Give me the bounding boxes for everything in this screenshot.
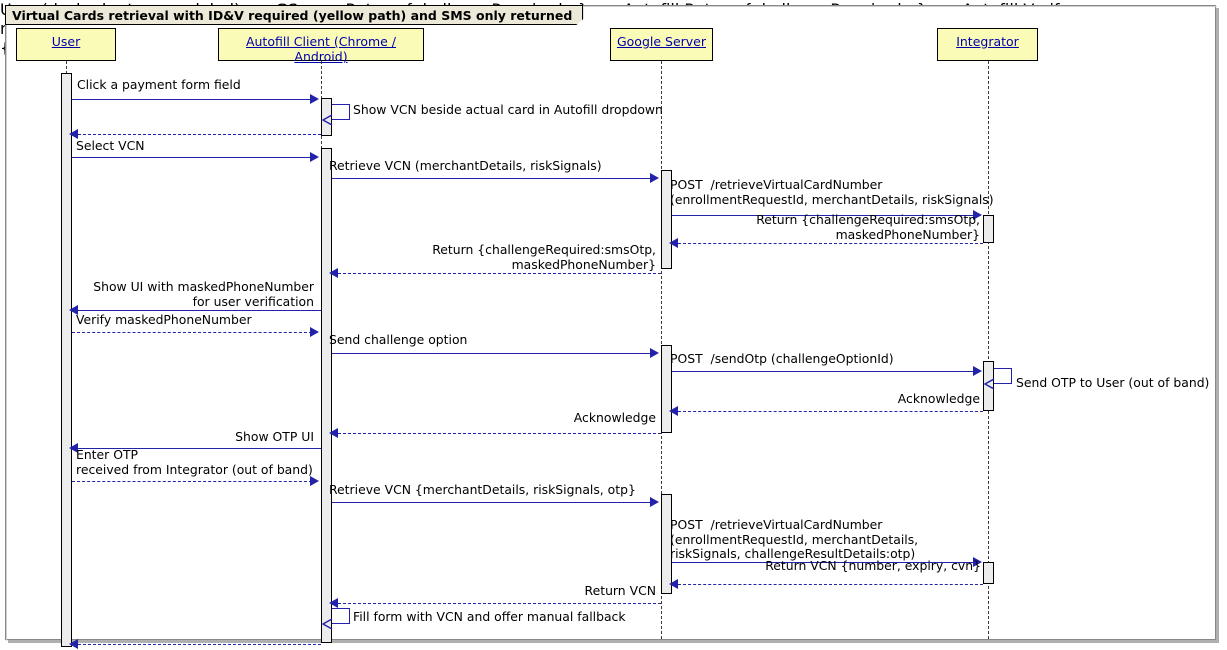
message-5-label: Retrieve VCN (merchantDetails, riskSigna…: [329, 158, 602, 173]
message-9-arrowhead: [69, 305, 78, 315]
message-21-arrowhead: [329, 598, 338, 608]
message-7-arrowhead: [669, 238, 678, 248]
message-7-label: Return {challengeRequired:smsOtp, masked…: [756, 212, 980, 242]
message-1-line: [72, 99, 312, 100]
message-17-arrowhead: [310, 476, 319, 486]
message-8-arrowhead: [329, 268, 338, 278]
message-10-label: Verify maskedPhoneNumber: [76, 312, 252, 327]
message-20-label: Return VCN {number, expiry, cvn}: [765, 558, 981, 573]
message-9-label: Show UI with maskedPhoneNumber for user …: [93, 279, 314, 309]
message-3-arrowhead: [69, 129, 78, 139]
message-12-line: [672, 371, 975, 372]
message-11-line: [332, 353, 652, 354]
message-8-label: Return {challengeRequired:smsOtp, masked…: [432, 242, 656, 272]
message-12-arrowhead: [973, 366, 982, 376]
message-13-label: Send OTP to User (out of band): [1016, 375, 1210, 390]
activation-autofill-2: [321, 148, 332, 643]
message-14-arrowhead: [669, 406, 678, 416]
message-16-arrowhead: [69, 443, 78, 453]
message-2-label: Show VCN beside actual card in Autofill …: [353, 102, 663, 117]
message-4-line: [72, 157, 312, 158]
message-16-label: Show OTP UI: [235, 429, 314, 444]
message-16-line: [78, 448, 321, 449]
participant-user-label: User: [51, 34, 81, 49]
message-7-line: [678, 243, 983, 244]
message-9-line: [78, 310, 321, 311]
message-2-arrowhead: [322, 114, 333, 126]
message-17-label: Enter OTP received from Integrator (out …: [76, 447, 313, 477]
message-20-line: [678, 584, 983, 585]
message-2-self-loop: [332, 104, 350, 120]
message-1-arrowhead: [310, 94, 319, 104]
message-4-arrowhead: [310, 152, 319, 162]
message-13-self-loop: [994, 368, 1012, 384]
message-21-line: [338, 603, 661, 604]
message-4-label: Select VCN: [76, 138, 145, 153]
message-22-label: Fill form with VCN and offer manual fall…: [353, 609, 626, 624]
message-13-arrowhead: [984, 378, 995, 390]
message-20-arrowhead: [669, 579, 678, 589]
message-12-label: POST /sendOtp (challengeOptionId): [670, 351, 894, 366]
participant-google-server-label: Google Server: [616, 34, 707, 49]
message-17-line: [72, 481, 312, 482]
message-11-label: Send challenge option: [329, 332, 468, 347]
message-23-arrowhead: [69, 639, 78, 649]
message-19-arrowhead: [973, 557, 982, 567]
activation-integrator-3: [983, 562, 994, 584]
message-15-label: Acknowledge: [573, 410, 656, 425]
message-21-label: Return VCN: [584, 583, 656, 598]
lifeline-integrator: [988, 61, 989, 639]
message-3-line: [78, 134, 321, 135]
message-18-arrowhead: [650, 497, 659, 507]
message-15-arrowhead: [329, 428, 338, 438]
message-18-line: [332, 502, 652, 503]
activation-integrator-1: [983, 215, 994, 243]
message-18-label: Retrieve VCN {merchantDetails, riskSigna…: [329, 482, 636, 497]
message-14-line: [678, 411, 983, 412]
message-6-arrowhead: [973, 210, 982, 220]
diagram-title: Virtual Cards retrieval with ID&V requir…: [5, 5, 583, 25]
participant-google-server[interactable]: Google Server: [610, 28, 713, 61]
message-22-self-loop: [332, 608, 350, 624]
message-19-label: POST /retrieveVirtualCardNumber (enrollm…: [670, 517, 919, 561]
participant-autofill-client[interactable]: Autofill Client (Chrome / Android): [218, 28, 424, 64]
participant-autofill-client-label: Autofill Client (Chrome / Android): [245, 34, 397, 64]
activation-gserver-2: [661, 345, 672, 433]
message-5-line: [332, 178, 652, 179]
message-15-line: [338, 433, 661, 434]
message-19-line: [672, 562, 975, 563]
message-10-line: [72, 332, 312, 333]
message-1-label: Click a payment form field: [77, 77, 241, 92]
activation-user: [61, 73, 72, 647]
participant-integrator-label: Integrator: [956, 34, 1019, 49]
participant-user[interactable]: User: [16, 28, 116, 61]
message-6-label: POST /retrieveVirtualCardNumber (enrollm…: [670, 177, 994, 207]
message-22-arrowhead: [322, 618, 333, 630]
message-6-line: [672, 215, 975, 216]
activation-gserver-1: [661, 170, 672, 269]
message-10-arrowhead: [310, 327, 319, 337]
message-8-line: [338, 273, 661, 274]
activation-gserver-3: [661, 494, 672, 594]
activation-autofill-1: [321, 98, 332, 136]
diagram-frame: [5, 5, 1216, 640]
message-14-label: Acknowledge: [897, 391, 980, 406]
participant-integrator[interactable]: Integrator: [937, 28, 1038, 61]
message-11-arrowhead: [650, 348, 659, 358]
message-5-arrowhead: [650, 173, 659, 183]
message-23-line: [78, 644, 321, 645]
